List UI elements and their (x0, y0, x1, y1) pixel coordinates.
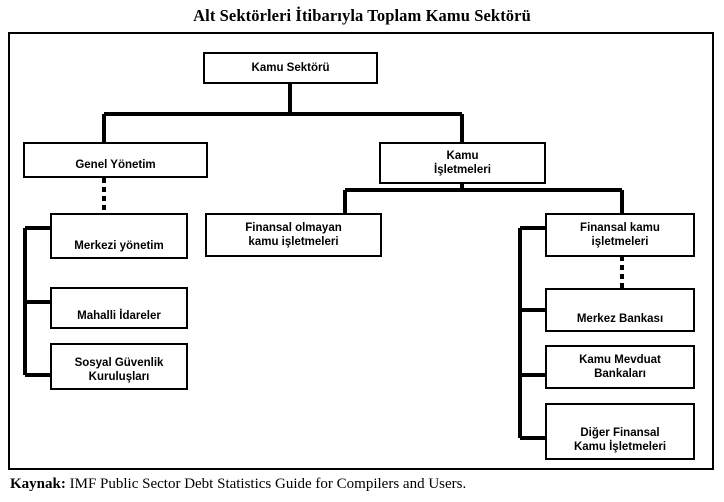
node-mahalli-idareler[interactable]: Mahalli İdareler (50, 287, 188, 329)
node-label-line2: kamu işletmeleri (248, 236, 339, 248)
node-label: Mahalli İdareler (77, 309, 161, 322)
node-label: Kamu Sektörü (251, 61, 330, 74)
node-label-line2: Kuruluşları (88, 370, 150, 383)
page-title: Alt Sektörleri İtibarıyla Toplam Kamu Se… (193, 6, 531, 25)
node-merkezi-yonetim[interactable]: Merkezi yönetim (50, 213, 188, 259)
node-label-line2: Kamu İşletmeleri (573, 440, 667, 453)
node-label-line1: Finansal olmayan (245, 221, 342, 234)
node-label-line1: Diğer Finansal (580, 426, 660, 439)
node-label: Merkezi yönetim (74, 239, 164, 252)
node-finansal-olmayan[interactable]: Finansal olmayan kamu işletmeleri (205, 213, 382, 257)
node-label-line1: Sosyal Güvenlik (74, 356, 164, 369)
node-kamu-mevduat-bankalari[interactable]: Kamu Mevduat Bankaları (545, 345, 695, 389)
source-label: Kaynak: (10, 476, 66, 492)
node-label-line2: Bankaları (594, 368, 646, 380)
node-label-line1: Finansal kamu (580, 221, 660, 234)
node-merkez-bankasi[interactable]: Merkez Bankası (545, 288, 695, 332)
node-genel-yonetim[interactable]: Genel Yönetim (23, 142, 208, 178)
node-label-line2: İşletmeleri (434, 164, 491, 176)
node-finansal-kamu[interactable]: Finansal kamu işletmeleri (545, 213, 695, 257)
source-text: IMF Public Sector Debt Statistics Guide … (65, 476, 467, 492)
node-label: Merkez Bankası (576, 312, 664, 325)
node-label: Genel Yönetim (75, 158, 156, 171)
node-sosyal-guvenlik[interactable]: Sosyal Güvenlik Kuruluşları (50, 343, 188, 390)
source-caption: Kaynak: IMF Public Sector Debt Statistic… (10, 476, 722, 493)
node-kamu-sektoru[interactable]: Kamu Sektörü (203, 52, 378, 84)
node-label-line1: Kamu Mevduat (579, 353, 661, 366)
node-diger-finansal[interactable]: Diğer Finansal Kamu İşletmeleri (545, 403, 695, 460)
node-kamu-isletmeleri[interactable]: Kamu İşletmeleri (379, 142, 546, 184)
node-label-line1: Kamu (446, 149, 479, 162)
node-label-line2: işletmeleri (591, 236, 649, 248)
